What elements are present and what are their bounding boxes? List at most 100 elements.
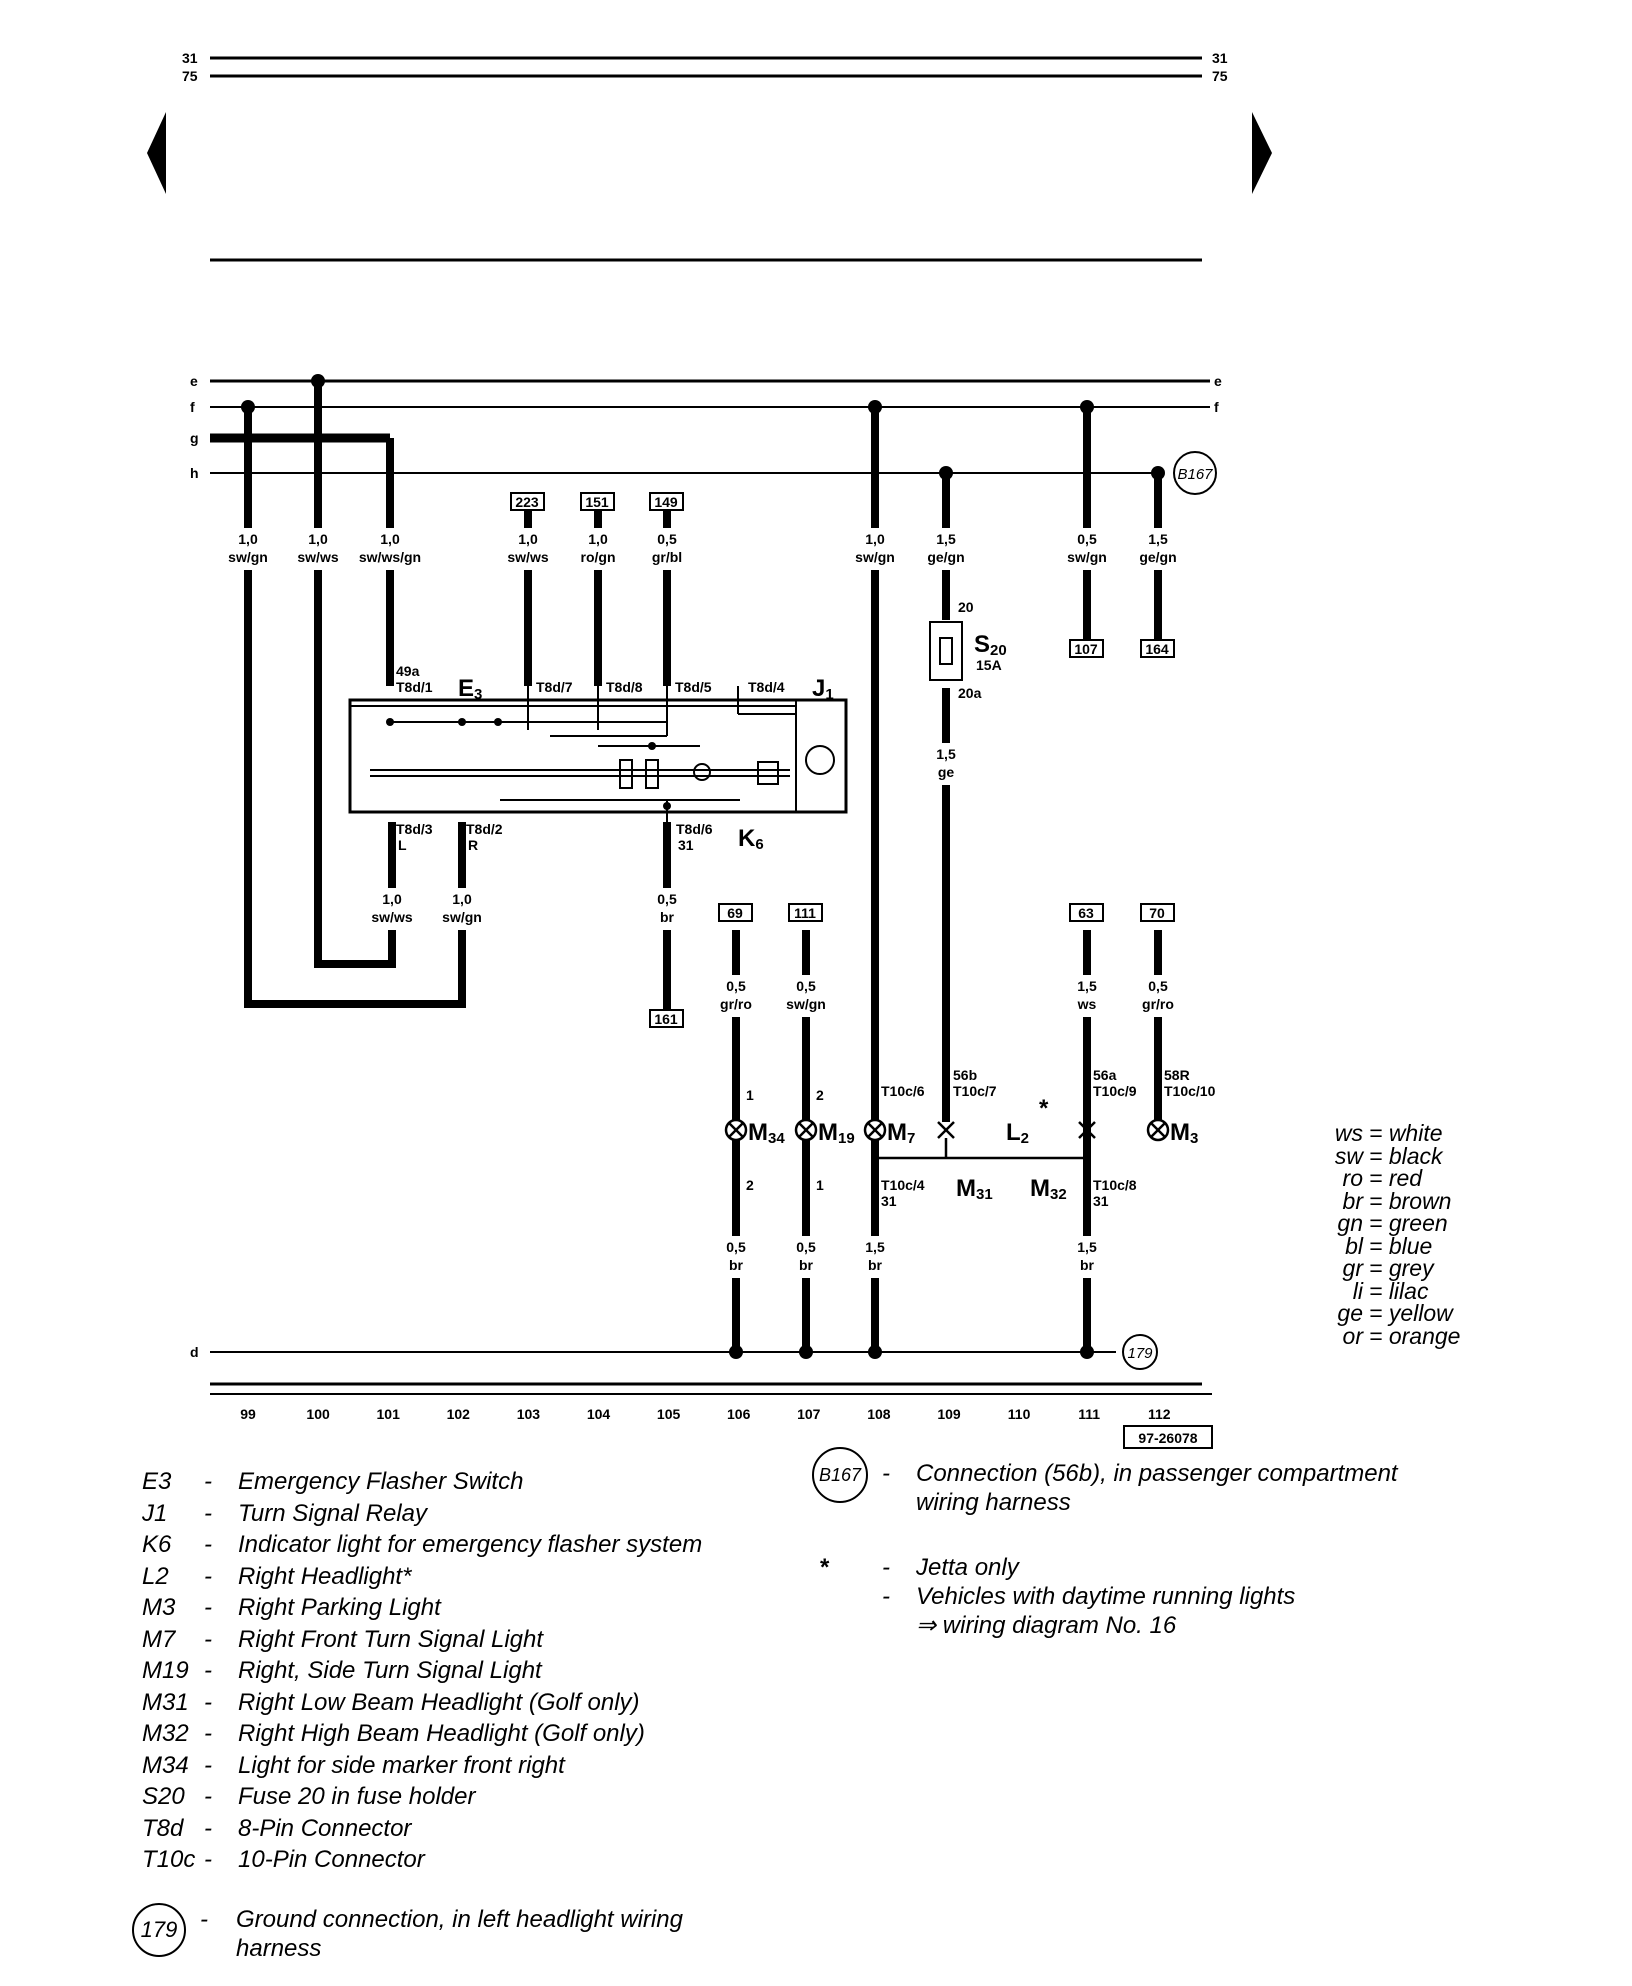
pin-1-m19: 1 <box>816 1177 824 1193</box>
legend-dash: - <box>204 1814 212 1842</box>
wire-102b-color: sw/gn <box>442 909 482 925</box>
wire-109-gauge: 1,5 <box>936 531 956 547</box>
legend-dash: - <box>204 1688 212 1716</box>
wire-111c-gauge: 1,5 <box>1077 1239 1097 1255</box>
color-code-meaning: = red <box>1369 1165 1423 1191</box>
wire-106-color: gr/ro <box>720 996 752 1012</box>
pin-2-m19: 2 <box>816 1087 824 1103</box>
pin-1-m34: 1 <box>746 1087 754 1103</box>
ground-179-label: 179 <box>1127 1345 1153 1362</box>
legend-dash: - <box>204 1594 212 1621</box>
legend-code: M34 <box>142 1751 189 1779</box>
ref-70: 70 <box>1149 905 1165 921</box>
jetta-note-line: *-Jetta only <box>820 1553 1295 1582</box>
pin-t10c-9: T10c/9 <box>1093 1083 1137 1099</box>
legend-text: Indicator light for emergency flasher sy… <box>238 1531 703 1558</box>
color-code-row: br= brown <box>1325 1189 1460 1213</box>
legend-code: J1 <box>142 1499 168 1527</box>
bus-label-e: e <box>190 373 198 389</box>
column-number: 104 <box>587 1406 611 1422</box>
diagram-id: 97-26078 <box>1138 1430 1197 1446</box>
legend-text: Right Low Beam Headlight (Golf only) <box>238 1688 640 1716</box>
legend-row: L2-Right Headlight* <box>142 1561 702 1593</box>
pin-t10c-7: T10c/7 <box>953 1083 997 1099</box>
wire-112-gauge: 1,5 <box>1148 531 1168 547</box>
legend-row: M19-Right, Side Turn Signal Light <box>142 1655 702 1687</box>
wire-112b-color: gr/ro <box>1142 996 1174 1012</box>
pin-t8d-2: T8d/2 <box>466 821 503 837</box>
component-m19: M19 <box>818 1119 855 1147</box>
wire-labels: 1,0 sw/gn 1,0 sw/ws 1,0 sw/ws/gn 1,0 sw/… <box>228 531 1177 1273</box>
component-m31: M31 <box>956 1175 993 1203</box>
column-number: 110 <box>1008 1406 1031 1422</box>
b167-note-dash: - <box>882 1460 890 1487</box>
wire-105b-color: br <box>660 909 675 925</box>
drl-note-line-1: -Vehicles with daytime running lights <box>820 1582 1295 1611</box>
ref-69: 69 <box>727 905 743 921</box>
column-number: 107 <box>797 1406 821 1422</box>
jetta-note-star: * <box>820 1554 830 1581</box>
pin-31-t10c4: 31 <box>881 1193 897 1209</box>
legend-text: 10-Pin Connector <box>238 1846 425 1873</box>
wire-103-color: sw/ws <box>507 549 548 565</box>
color-code-meaning: = yellow <box>1369 1300 1453 1326</box>
color-code-abbrev: bl <box>1345 1232 1363 1259</box>
jetta-note: *-Jetta only -Vehicles with daytime runn… <box>820 1553 1295 1640</box>
pin-t8d-6: T8d/6 <box>676 821 713 837</box>
bus-label-g: g <box>190 430 199 446</box>
pin-t8d-7: T8d/7 <box>536 679 573 695</box>
legend-text: Right Headlight* <box>238 1562 412 1590</box>
diagram-id-box <box>1123 1425 1213 1449</box>
pin-31-t10c8: 31 <box>1093 1193 1109 1209</box>
bus-75-left: 75 <box>182 68 198 84</box>
wire-109b-gauge: 1,5 <box>936 746 956 762</box>
page-prev-arrow[interactable] <box>147 112 166 194</box>
wire-111-color: sw/gn <box>1067 549 1107 565</box>
color-code-row: gn= green <box>1325 1212 1460 1235</box>
ref-161: 161 <box>654 1011 678 1027</box>
color-code-row: gr= grey <box>1325 1257 1460 1280</box>
pin-r: R <box>468 837 478 853</box>
component-m3: M3 <box>1170 1119 1198 1147</box>
flasher-relay-block <box>348 686 848 822</box>
ground-note-dash: - <box>200 1906 208 1933</box>
column-number: 102 <box>447 1406 471 1422</box>
bus-label-f-right: f <box>1214 399 1219 415</box>
ground-note: -Ground connection, in left headlight wi… <box>200 1905 683 1963</box>
b167-label: B167 <box>1177 466 1213 483</box>
wire-111c-color: br <box>1080 1257 1095 1273</box>
junction-dots <box>241 374 1165 1359</box>
pin-t10c-10: T10c/10 <box>1164 1083 1216 1099</box>
legend-dash: - <box>204 1720 212 1747</box>
color-code-abbrev: li <box>1352 1277 1363 1304</box>
wire-104-gauge: 1,0 <box>588 531 608 547</box>
ref-151: 151 <box>585 494 609 510</box>
legend-code: M19 <box>142 1657 189 1684</box>
legend-code: S20 <box>142 1783 185 1810</box>
page-next-arrow[interactable] <box>1252 112 1272 194</box>
ground-note-line-2: harness <box>236 1935 322 1962</box>
wire-111b-gauge: 1,5 <box>1077 978 1097 994</box>
component-k6: K6 <box>738 825 764 853</box>
pin-2-m34: 2 <box>746 1177 754 1193</box>
legend-row: E3-Emergency Flasher Switch <box>142 1466 702 1498</box>
legend-dash: - <box>204 1751 212 1779</box>
bus-label-h: h <box>190 465 199 481</box>
pin-l: L <box>398 837 407 853</box>
pin-56a: 56a <box>1093 1067 1117 1083</box>
legend-code: M31 <box>142 1688 189 1716</box>
b167-legend-symbol: B167 <box>812 1447 868 1503</box>
b167-note-line-2: wiring harness <box>916 1489 1071 1516</box>
legend-code: E3 <box>142 1468 172 1495</box>
wire-100-color: sw/ws <box>297 549 338 565</box>
legend-row: M34-Light for side marker front right <box>142 1750 702 1782</box>
wire-106c-gauge: 0,5 <box>726 1239 746 1255</box>
b167-note-line-1: -Connection (56b), in passenger compartm… <box>882 1459 1398 1488</box>
drl-note-dash: - <box>882 1583 890 1610</box>
jetta-note-text: Jetta only <box>916 1554 1019 1581</box>
wire-109b-color: ge <box>938 764 955 780</box>
pin-t8d-4: T8d/4 <box>748 679 785 695</box>
legend-code: K6 <box>142 1531 172 1558</box>
legend-text: Fuse 20 in fuse holder <box>238 1783 476 1810</box>
